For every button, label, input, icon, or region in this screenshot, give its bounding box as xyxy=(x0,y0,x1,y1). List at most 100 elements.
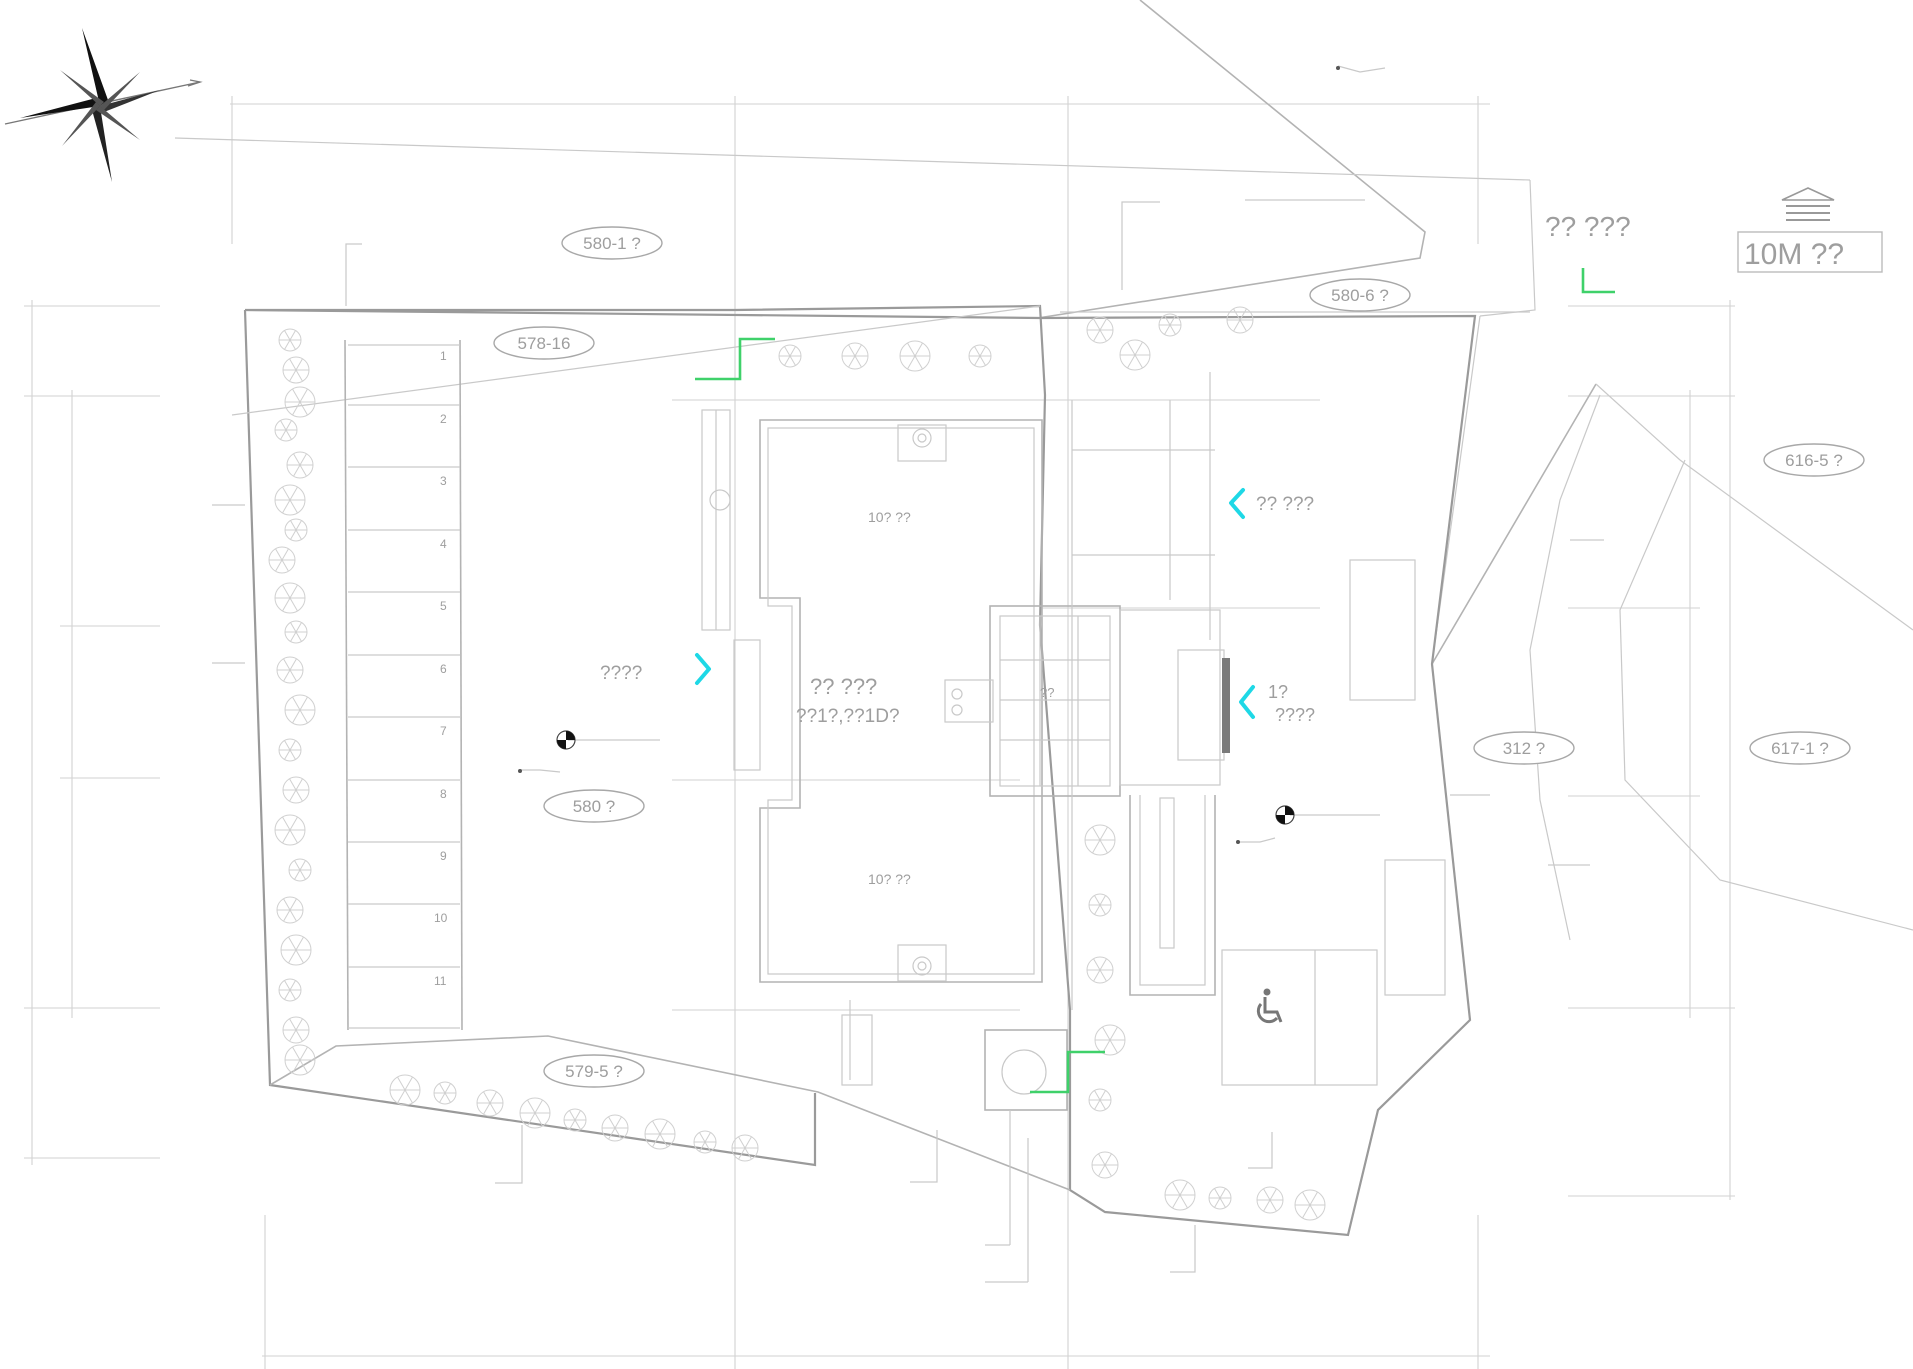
green-markings xyxy=(695,268,1615,1094)
right-entry-label: ?? ??? xyxy=(1256,494,1314,515)
parcel-labels: 580-1 ? 578-16 580-6 ? 616-5 ? 580 ? 312… xyxy=(493,226,1865,1088)
boundary-lines xyxy=(174,0,1913,1236)
plant-symbol xyxy=(968,344,992,368)
compass-rose-icon xyxy=(4,28,203,182)
plant-symbol xyxy=(1091,1151,1119,1179)
utility-box xyxy=(984,1029,1068,1283)
plant-symbol xyxy=(1119,339,1151,371)
parcel-label: 312 ? xyxy=(1503,739,1546,758)
plant-symbol xyxy=(284,620,308,644)
level-marker xyxy=(1275,805,1295,825)
plant-symbol xyxy=(519,1097,551,1129)
plant-symbol xyxy=(1088,1088,1112,1112)
plant-symbol xyxy=(389,1074,421,1106)
plant-symbol xyxy=(278,738,302,762)
wheelchair-icon xyxy=(1256,988,1283,1024)
level-marker xyxy=(556,730,576,750)
leader-lines xyxy=(212,199,1604,1273)
plant-symbol xyxy=(1256,1186,1284,1214)
stair-label: ?? xyxy=(1040,685,1054,700)
parcel-label: 580 ? xyxy=(573,797,616,816)
plant-symbol xyxy=(1226,306,1254,334)
plant-symbol xyxy=(274,582,306,614)
plan-labels: ?? ??? 10M ?? ?? ??? ??1?,??1D? 10? ?? 1… xyxy=(600,211,1844,887)
parking-number: 11 xyxy=(434,974,447,988)
plant-symbol xyxy=(280,934,312,966)
plant-symbol xyxy=(1086,956,1114,984)
plant-symbol xyxy=(1208,1186,1232,1210)
plant-symbol xyxy=(284,386,316,418)
parking-number: 9 xyxy=(440,849,447,863)
plant-symbol xyxy=(731,1134,759,1162)
road-label: ?? ??? xyxy=(1545,211,1631,242)
plant-symbol xyxy=(282,356,310,384)
plant-symbol xyxy=(274,484,306,516)
east-strip xyxy=(1071,372,1446,1010)
parking-number: 1 xyxy=(440,349,447,363)
plant-symbol xyxy=(274,418,298,442)
parking-number: 5 xyxy=(440,599,447,613)
plant-symbol xyxy=(1294,1189,1326,1221)
plant-symbol xyxy=(284,518,308,542)
plant-symbol xyxy=(433,1081,457,1105)
plant-symbol xyxy=(1084,824,1116,856)
plant-symbol xyxy=(286,451,314,479)
parking-number: 7 xyxy=(440,724,447,738)
plant-symbol xyxy=(693,1130,717,1154)
entry-arrow-icon xyxy=(1239,685,1255,719)
plant-symbol xyxy=(284,694,316,726)
plant-symbol xyxy=(278,978,302,1002)
parcel-label: 580-6 ? xyxy=(1331,286,1389,305)
entry-arrow-icon xyxy=(1229,488,1245,519)
plant-symbol xyxy=(1086,316,1114,344)
side-label: ???? xyxy=(1275,705,1315,725)
parcel-label: 578-16 xyxy=(518,334,571,353)
plant-symbol xyxy=(778,344,802,368)
building-label: ?? ??? xyxy=(810,674,877,699)
scale-label: 10M ?? xyxy=(1744,238,1844,271)
parking-number: 6 xyxy=(440,662,447,676)
parking-number: 2 xyxy=(440,412,447,426)
plant-symbol xyxy=(282,776,310,804)
room-label-bottom: 10? ?? xyxy=(868,871,911,887)
plant-symbol xyxy=(841,342,869,370)
plant-symbol xyxy=(644,1118,676,1150)
plant-symbol xyxy=(276,896,304,924)
plant-symbol xyxy=(563,1108,587,1132)
plant-symbol xyxy=(268,546,296,574)
plant-symbol xyxy=(1164,1179,1196,1211)
plant-symbol xyxy=(476,1089,504,1117)
plant-symbol xyxy=(899,340,931,372)
parcel-label: 617-1 ? xyxy=(1771,739,1829,758)
parcel-label: 579-5 ? xyxy=(565,1062,623,1081)
plant-symbol xyxy=(1088,893,1112,917)
building-sub-label: ??1?,??1D? xyxy=(796,706,900,727)
parcel-label: 580-1 ? xyxy=(583,234,641,253)
parcel-label: 616-5 ? xyxy=(1785,451,1843,470)
plant-symbol xyxy=(278,328,302,352)
entry-arrows xyxy=(695,488,1255,719)
plant-symbol xyxy=(1158,313,1182,337)
left-entry-label: ???? xyxy=(600,663,642,684)
parking-number: 3 xyxy=(440,474,447,488)
dimension-lines xyxy=(24,96,1735,1369)
plant-symbol xyxy=(282,1016,310,1044)
room-label-top: 10? ?? xyxy=(868,509,911,525)
plant-symbol xyxy=(1094,1024,1126,1056)
plant-symbol xyxy=(601,1114,629,1142)
plant-symbol xyxy=(274,814,306,846)
parking-number: 8 xyxy=(440,787,447,801)
plant-symbol xyxy=(284,1044,316,1076)
main-building xyxy=(701,409,1230,996)
parking-number: 10 xyxy=(434,911,448,925)
side-label: 1? xyxy=(1268,682,1288,702)
parking-number: 4 xyxy=(440,537,447,551)
entry-arrow-icon xyxy=(695,653,711,685)
plant-symbol xyxy=(276,656,304,684)
landscape-plantings xyxy=(268,306,1326,1221)
accessible-parking xyxy=(1221,949,1378,1086)
scale-bar-icon xyxy=(1737,187,1883,273)
plant-symbol xyxy=(288,858,312,882)
parking-area: 1 2 3 4 5 6 7 8 9 10 11 xyxy=(344,339,463,1031)
